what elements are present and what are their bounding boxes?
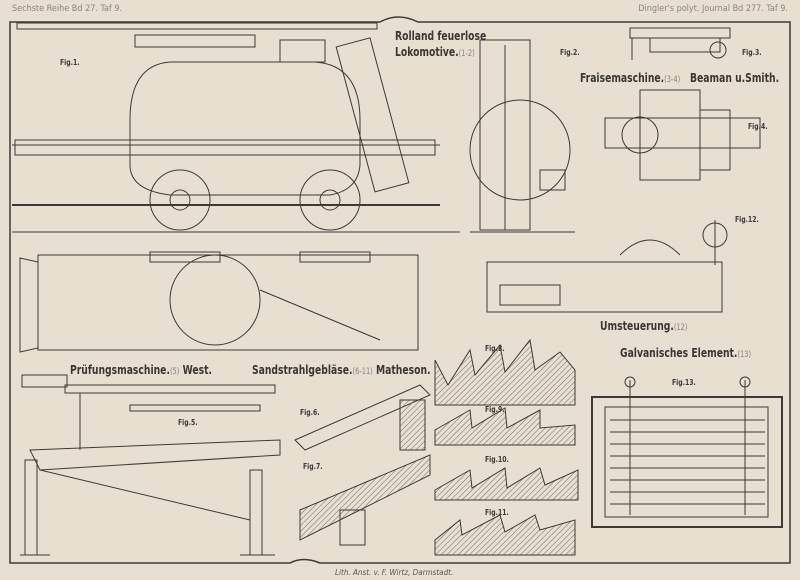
title-pruefungsmaschine: Prüfungsmaschine.(5) West. bbox=[70, 362, 212, 377]
fig12-umsteuerung bbox=[486, 220, 728, 313]
fig-label-3: Fig.3. bbox=[742, 48, 762, 57]
fig4-drawing bbox=[604, 89, 761, 181]
title-lokomotive-2: Lokomotive.(1-2) bbox=[395, 44, 475, 59]
fig-label-2: Fig.2. bbox=[560, 48, 580, 57]
title-ref: (13) bbox=[737, 350, 752, 360]
title-line1: Rolland feuerlose bbox=[395, 28, 487, 43]
title-fraisemaschine: Fraisemaschine.(3-4) bbox=[580, 70, 680, 85]
fig5-pruefungsmaschine bbox=[20, 374, 281, 556]
fig1-plan-view bbox=[19, 251, 419, 353]
title-text: Umsteuerung. bbox=[600, 318, 674, 333]
fig1-locomotive bbox=[12, 22, 460, 233]
lithographer-credit: Lith. Anst. v. F. Wirtz, Darmstadt. bbox=[335, 568, 454, 577]
fig-label-11: Fig.11. bbox=[485, 508, 509, 517]
fig2-fraisemaschine bbox=[469, 39, 575, 233]
title-text: Fraisemaschine. bbox=[580, 70, 665, 85]
fig-label-5: Fig.5. bbox=[178, 418, 198, 427]
fig13-galvanisches-element bbox=[591, 376, 783, 528]
fig-label-4: Fig.4. bbox=[748, 122, 768, 131]
fig-label-13: Fig.13. bbox=[672, 378, 696, 387]
fig8-11-profiles bbox=[434, 338, 579, 556]
fig-label-9: Fig.9. bbox=[485, 405, 505, 414]
title-ref: (5) bbox=[169, 367, 180, 377]
fig-label-7: Fig.7. bbox=[303, 462, 323, 471]
title-text: Galvanisches Element. bbox=[620, 345, 738, 360]
plate-frame bbox=[9, 16, 791, 564]
title-ref: (1-2) bbox=[458, 49, 475, 59]
title-author: West. bbox=[182, 362, 213, 377]
title-sandstrahlgeblaese: Sandstrahlgebläse.(6-11) Matheson. bbox=[252, 362, 431, 377]
fig-label-12: Fig.12. bbox=[735, 215, 759, 224]
title-line2: Lokomotive. bbox=[395, 44, 459, 59]
title-text: Prüfungsmaschine. bbox=[70, 362, 170, 377]
fig3-drawing bbox=[629, 27, 731, 60]
fig-label-10: Fig.10. bbox=[485, 455, 509, 464]
title-umsteuerung: Umsteuerung.(12) bbox=[600, 318, 687, 333]
title-ref: (3-4) bbox=[664, 75, 681, 85]
title-galvanisches-element: Galvanisches Element.(13) bbox=[620, 345, 751, 360]
title-beaman: Beaman u.Smith. bbox=[690, 70, 780, 85]
fig-label-6: Fig.6. bbox=[300, 408, 320, 417]
fig6-fig7-sandstrahl bbox=[294, 384, 431, 546]
header-left: Sechste Reihe Bd 27. Taf 9. bbox=[12, 4, 123, 14]
title-text: Sandstrahlgebläse. bbox=[252, 362, 353, 377]
title-lokomotive: Rolland feuerlose bbox=[395, 28, 486, 43]
fig-label-8: Fig.8. bbox=[485, 344, 505, 353]
fig-label-1: Fig.1. bbox=[60, 58, 80, 67]
title-ref: (6-11) bbox=[352, 367, 373, 377]
title-ref: (12) bbox=[673, 323, 688, 333]
header-right: Dingler's polyt. Journal Bd 277. Taf 9. bbox=[638, 4, 788, 14]
title-author: Matheson. bbox=[375, 362, 431, 377]
